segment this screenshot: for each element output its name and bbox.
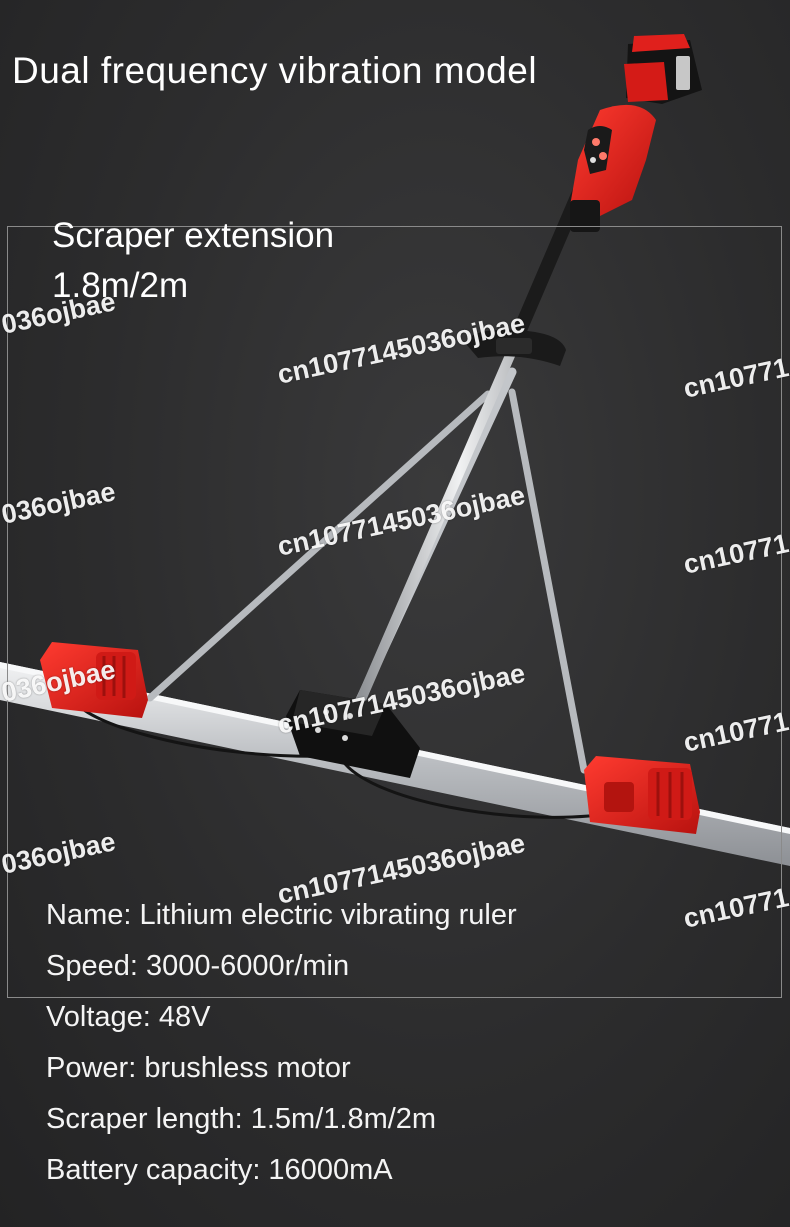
control-unit: [570, 104, 656, 232]
spec-speed: Speed: 3000-6000r/min: [46, 950, 350, 982]
spec-list: Name: Lithium electric vibrating ruler S…: [46, 893, 517, 1199]
handle-grip: [466, 329, 566, 366]
spec-name: Name: Lithium electric vibrating ruler: [46, 899, 517, 931]
center-bracket: [286, 690, 420, 778]
battery-pack: [624, 34, 702, 104]
spec-battery-capacity: Battery capacity: 16000mA: [46, 1154, 393, 1186]
spec-voltage: Voltage: 48V: [46, 1001, 211, 1033]
extension-title: Scraper extension: [52, 216, 335, 255]
spec-power: Power: brushless motor: [46, 1052, 351, 1084]
spec-scraper-length: Scraper length: 1.5m/1.8m/2m: [46, 1103, 437, 1135]
right-motor-housing: [584, 756, 700, 834]
content-frame: [7, 226, 782, 998]
headline: Dual frequency vibration model: [12, 50, 538, 91]
left-motor-housing: [40, 642, 148, 718]
extension-value: 1.8m/2m: [52, 266, 189, 305]
indicator-light: [592, 138, 600, 146]
